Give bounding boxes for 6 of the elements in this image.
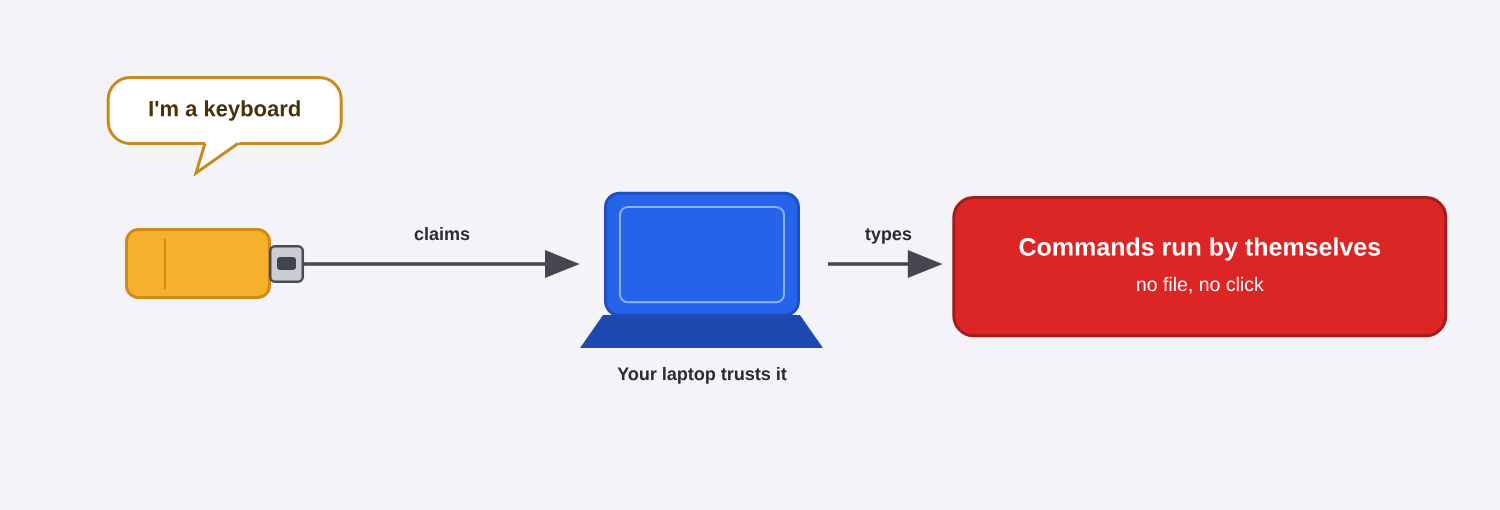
usb-stick — [125, 228, 305, 299]
node-label: Your laptop trusts it — [617, 366, 787, 384]
speech-bubble: I'm a keyboard — [106, 76, 343, 177]
laptop — [580, 191, 823, 348]
alert-box: Commands run by themselves no file, no click — [952, 196, 1448, 338]
edge-label: types — [862, 226, 914, 246]
